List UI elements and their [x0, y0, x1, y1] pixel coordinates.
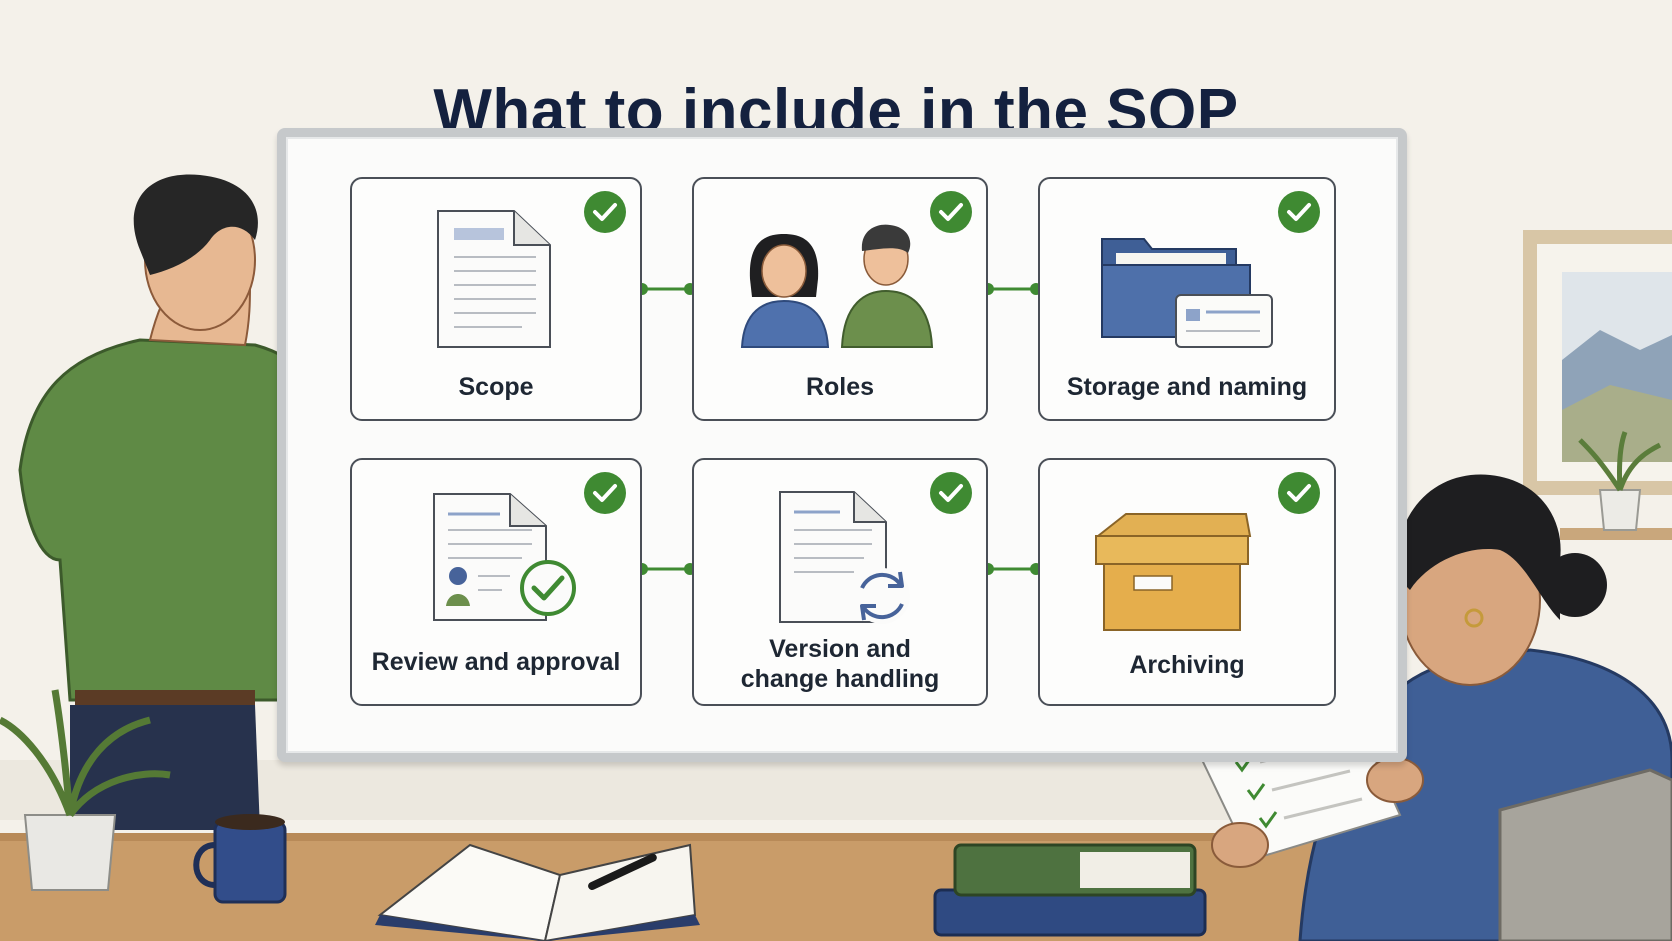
document-icon — [437, 210, 551, 348]
card-label: Roles — [805, 373, 875, 401]
card-review-and-approval: Review and approval — [350, 458, 642, 706]
card-scope: Scope — [350, 177, 642, 421]
card-version-and-change-handling: Version and change handling — [692, 458, 988, 706]
card-label: Storage and naming — [1066, 373, 1308, 401]
checkmark-icon — [584, 472, 626, 514]
checkmark-icon — [1278, 191, 1320, 233]
version-document-icon — [779, 491, 910, 624]
card-archiving: Archiving — [1038, 458, 1336, 706]
card-label: Review and approval — [371, 648, 621, 676]
card-label: Version and change handling — [740, 635, 940, 693]
folder-icon — [1101, 238, 1273, 348]
checkmark-icon — [584, 191, 626, 233]
checkmark-icon — [930, 191, 972, 233]
checkmark-icon — [1278, 472, 1320, 514]
checkmark-icon — [930, 472, 972, 514]
archive-box-icon — [1095, 513, 1252, 631]
card-label: Scope — [458, 373, 534, 401]
card-roles: Roles — [692, 177, 988, 421]
connector-top-right — [982, 283, 1042, 295]
card-label: Archiving — [1129, 651, 1245, 679]
card-storage-and-naming: Storage and naming — [1038, 177, 1336, 421]
connector-top-left — [636, 283, 696, 295]
connector-bottom-right — [982, 563, 1042, 575]
people-icon — [740, 224, 934, 348]
connector-bottom-left — [636, 563, 696, 575]
approval-document-icon — [433, 493, 576, 621]
